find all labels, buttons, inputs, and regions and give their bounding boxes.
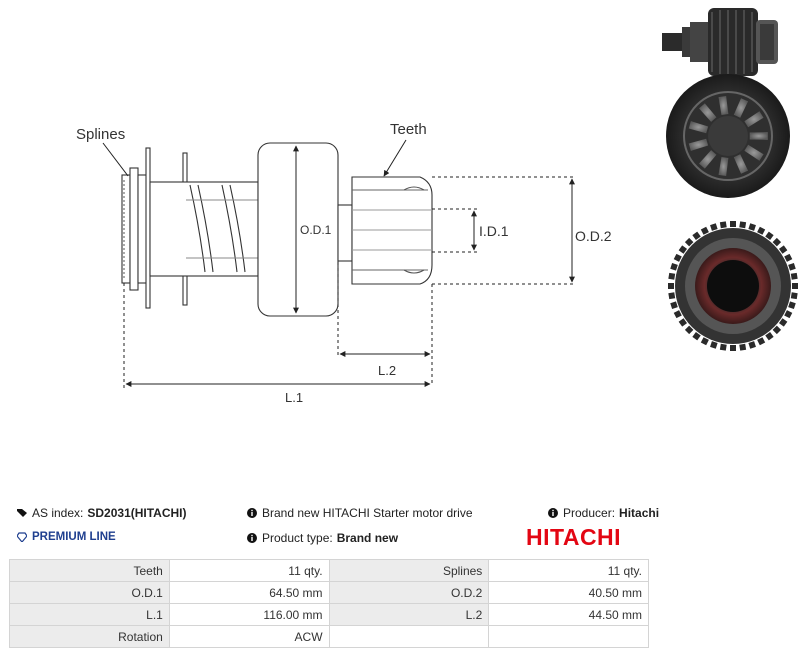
rear-view-photo <box>668 221 798 351</box>
as-index-label: AS index: <box>32 506 84 520</box>
spec-value: 11 qty. <box>488 559 649 582</box>
spec-value: ACW <box>168 625 330 648</box>
id1-label: I.D.1 <box>479 223 509 239</box>
l2-label: L.2 <box>378 363 396 378</box>
spec-value: 44.50 mm <box>488 603 649 626</box>
od1-label: O.D.1 <box>300 223 332 237</box>
product-type-row: Product type: Brand new <box>247 531 398 545</box>
od2-label: O.D.2 <box>575 228 612 244</box>
spec-value: 40.50 mm <box>488 581 649 604</box>
spec-key <box>328 625 490 648</box>
spec-key: Teeth <box>9 559 170 582</box>
producer-value: Hitachi <box>619 506 660 520</box>
spec-key: O.D.1 <box>9 581 170 604</box>
product-type-label: Product type: <box>262 531 333 545</box>
spec-key: Splines <box>328 559 490 582</box>
table-row: L.1 116.00 mm L.2 44.50 mm <box>9 603 649 626</box>
l1-label: L.1 <box>285 390 303 405</box>
spec-value: 116.00 mm <box>168 603 330 626</box>
splines-label: Splines <box>76 126 125 143</box>
diamond-icon <box>17 532 27 542</box>
front-view-photo <box>666 74 790 198</box>
producer-row: Producer: Hitachi <box>548 506 659 520</box>
table-row: Teeth 11 qty. Splines 11 qty. <box>9 559 649 582</box>
dimension-lines <box>102 139 576 388</box>
product-type-value: Brand new <box>336 531 399 545</box>
spec-value <box>488 625 649 648</box>
technical-drawing: Splines Teeth O.D.1 I.D.1 O.D.2 L.2 L.1 <box>76 8 798 405</box>
as-index-row: AS index: SD2031(HITACHI) <box>17 506 187 520</box>
description-row: Brand new HITACHI Starter motor drive <box>247 506 473 520</box>
table-row: Rotation ACW <box>9 625 649 648</box>
producer-label: Producer: <box>563 506 616 520</box>
premium-line-label: PREMIUM LINE <box>32 531 116 543</box>
premium-row: PREMIUM LINE <box>17 531 116 543</box>
drive-outline <box>121 142 433 317</box>
as-index-value: SD2031(HITACHI) <box>87 506 187 520</box>
teeth-label: Teeth <box>390 121 427 138</box>
table-row: O.D.1 64.50 mm O.D.2 40.50 mm <box>9 581 649 604</box>
spec-key: L.2 <box>328 603 490 626</box>
hitachi-logo: HITACHI <box>526 524 622 550</box>
info-icon <box>247 508 257 518</box>
spec-table: Teeth 11 qty. Splines 11 qty. O.D.1 64.5… <box>9 559 649 648</box>
spec-key: O.D.2 <box>328 581 490 604</box>
spec-key: L.1 <box>9 603 170 626</box>
description-text: Brand new HITACHI Starter motor drive <box>262 506 473 520</box>
side-view-photo <box>662 8 778 76</box>
spec-value: 64.50 mm <box>168 581 330 604</box>
info-icon <box>247 533 257 543</box>
tag-icon <box>17 509 27 517</box>
spec-key: Rotation <box>9 625 170 648</box>
info-icon <box>548 508 558 518</box>
spec-value: 11 qty. <box>168 559 330 582</box>
